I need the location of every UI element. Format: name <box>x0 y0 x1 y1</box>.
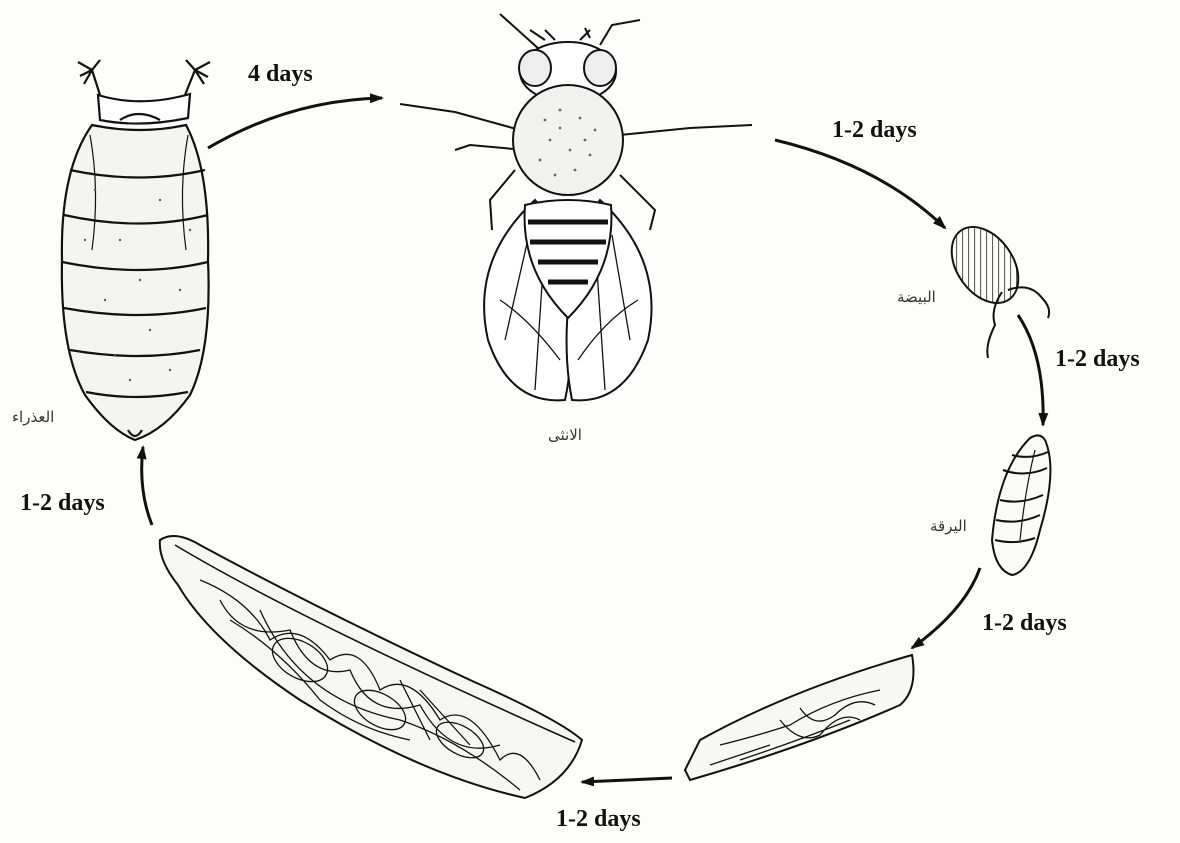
stage-label-larva: اليرقة <box>930 519 967 534</box>
larva-second-instar-illustration <box>685 655 914 780</box>
duration-instar3-to-pupa: 1-2 days <box>20 491 105 515</box>
duration-larva-to-instar2: 1-2 days <box>982 611 1067 635</box>
pupa-illustration <box>62 60 210 440</box>
arrow-instar3-to-pupa <box>142 447 152 525</box>
duration-adult-to-egg: 1-2 days <box>832 118 917 142</box>
larva-third-instar-illustration <box>160 536 582 798</box>
stage-label-adult: الانثى <box>548 428 582 443</box>
arrow-pupa-to-adult <box>208 98 382 148</box>
stage-label-egg: البيضة <box>897 290 936 305</box>
arrow-egg-to-larva <box>1018 315 1043 425</box>
larva-illustration <box>992 435 1050 575</box>
egg-illustration <box>938 215 1049 358</box>
arrow-adult-to-egg <box>775 140 945 228</box>
adult-fly-illustration <box>400 14 752 400</box>
stage-label-pupa: العذراء <box>12 410 54 425</box>
arrow-larva-to-instar2 <box>912 568 980 648</box>
arrow-instar2-to-instar3 <box>582 778 672 782</box>
duration-egg-to-larva: 1-2 days <box>1055 347 1140 371</box>
duration-instar2-to-instar3: 1-2 days <box>556 807 641 831</box>
duration-pupa-to-adult: 4 days <box>248 62 313 86</box>
